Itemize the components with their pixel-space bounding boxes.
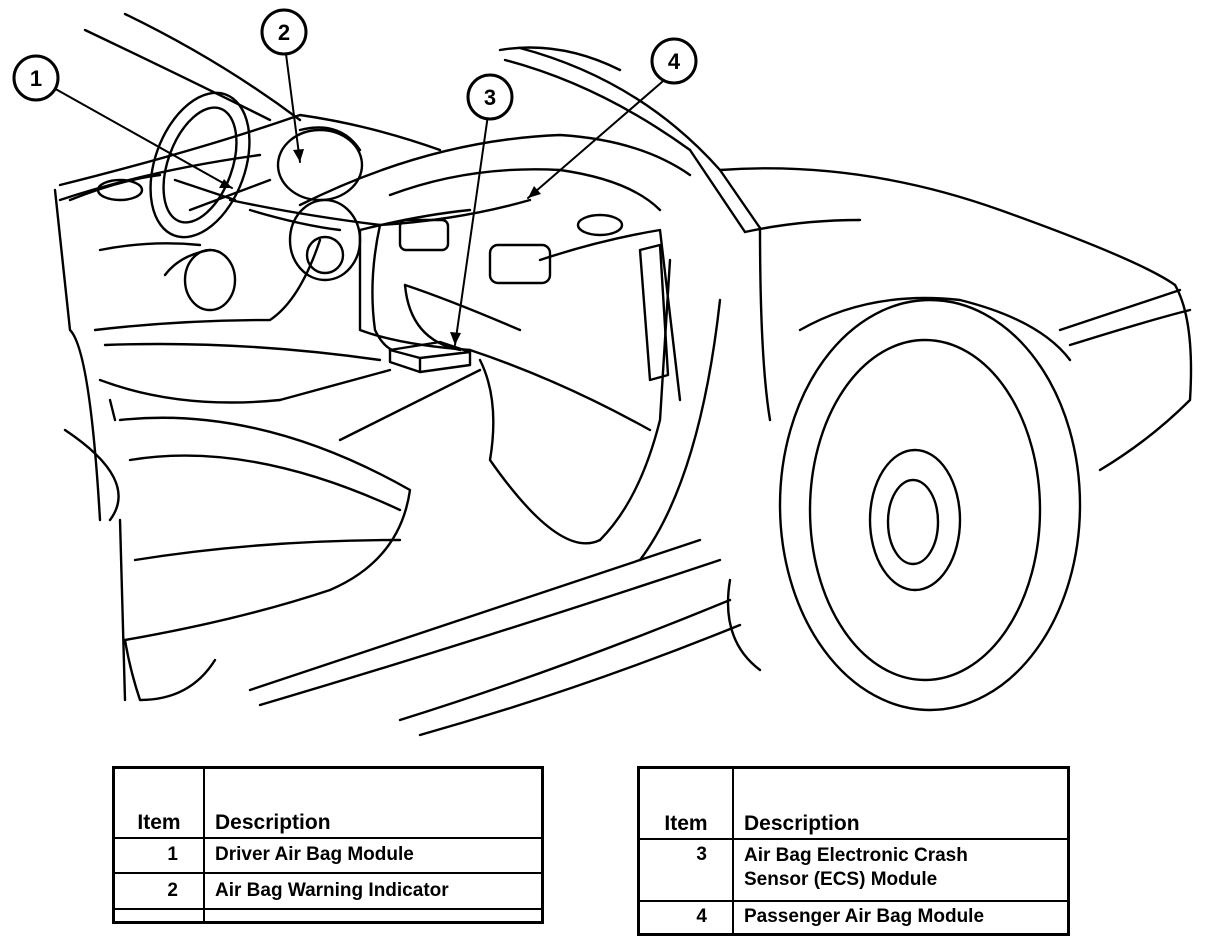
legend-row: 1 Driver Air Bag Module: [112, 836, 544, 874]
callout-4: 4: [650, 37, 698, 85]
steering-wheel: [149, 91, 272, 239]
item-column-header: Item: [637, 766, 734, 840]
callout-3-label: 3: [484, 85, 496, 110]
front-wheel: [778, 296, 1082, 712]
item-column-header: Item: [112, 766, 205, 839]
wiring-harness: [228, 198, 532, 352]
callout-3-arrowhead: [450, 332, 461, 345]
callout-2-arrowhead: [293, 149, 304, 162]
callout-3: 3: [466, 73, 514, 121]
description-column-header: Description: [203, 766, 544, 839]
legend-item-number: 4: [637, 899, 734, 936]
callout-4-arrowhead: [528, 186, 541, 198]
legend-item-number: 3: [637, 837, 734, 902]
driver-door-panel: [53, 173, 322, 522]
legend-item-description: Air Bag Electronic Crash Sensor (ECS) Mo…: [732, 837, 1070, 902]
legend-description-line: Air Bag Electronic Crash: [744, 844, 968, 866]
description-column-header: Description: [732, 766, 1070, 840]
legend-description-line: Sensor (ECS) Module: [744, 868, 938, 890]
legend-item-description: Driver Air Bag Module: [203, 836, 544, 874]
legend-header-row: Item Description: [637, 766, 1070, 840]
vehicle-interior-illustration: 1 2 3 4: [12, 8, 1193, 737]
legend-table-right: Item Description 3 Air Bag Electronic Cr…: [637, 766, 1070, 936]
front-fender: [718, 167, 1193, 672]
legend-empty-row: [112, 907, 544, 924]
callout-leaders: [51, 53, 663, 346]
legend-row: 4 Passenger Air Bag Module: [637, 899, 1070, 936]
ecs-module-box: [388, 340, 472, 374]
legend-item-number: 1: [112, 836, 205, 874]
floor: [98, 342, 602, 545]
callout-4-label: 4: [668, 49, 681, 74]
dashboard: [58, 113, 692, 432]
legend-header-row: Item Description: [112, 766, 544, 839]
legend-item-number: 2: [112, 871, 205, 910]
callout-1-label: 1: [30, 66, 42, 91]
legend-item-description: Passenger Air Bag Module: [732, 899, 1070, 936]
callout-1-arrowhead: [219, 179, 232, 188]
callout-1: 1: [12, 54, 60, 102]
door-sill: [248, 258, 742, 737]
front-seat: [63, 416, 412, 702]
callout-2-label: 2: [278, 20, 290, 45]
legend-row: 2 Air Bag Warning Indicator: [112, 871, 544, 910]
a-pillar-roofline: [83, 12, 762, 234]
callout-2: 2: [260, 8, 308, 56]
legend-row: 3 Air Bag Electronic Crash Sensor (ECS) …: [637, 837, 1070, 902]
legend-table-left: Item Description 1 Driver Air Bag Module…: [112, 766, 544, 924]
instrument-cluster: [276, 126, 364, 282]
legend-item-description: Air Bag Warning Indicator: [203, 871, 544, 910]
